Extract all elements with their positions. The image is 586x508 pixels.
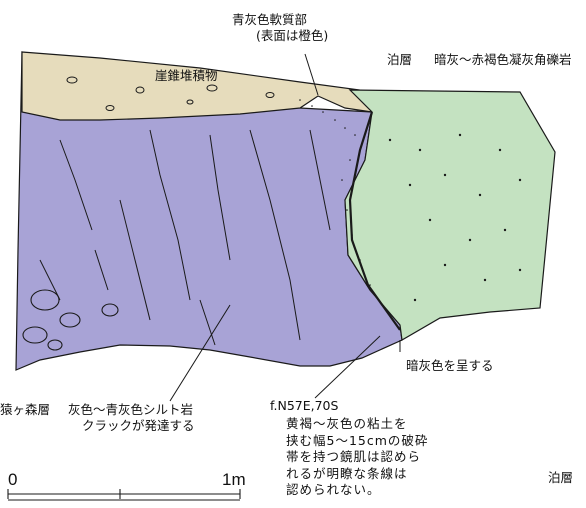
tomari-right-label: 泊層 — [548, 470, 574, 485]
saruga-mori-label: 猿ヶ森層 — [0, 402, 51, 417]
soft-zone-note: (表面は橙色) — [256, 28, 329, 43]
leader-lines — [169, 53, 401, 402]
soft-zone-label: 青灰色軟質部 — [232, 12, 308, 27]
scale-start-label: 0 — [8, 470, 18, 489]
tomari-formation — [344, 89, 556, 341]
talus-deposit — [21, 51, 374, 121]
tomari-rock-label: 暗灰～赤褐色凝灰角礫岩 — [434, 52, 572, 67]
fault-label: f.N57E,70S — [270, 398, 339, 413]
cracks-label: クラックが発達する — [82, 418, 195, 433]
tomari-label: 泊層 — [387, 52, 413, 67]
dark-gray-label: 暗灰色を呈する — [406, 358, 494, 373]
tomari-dots — [388, 133, 522, 302]
soft-zone-stipple — [299, 99, 371, 286]
siltstone-label: 灰色～青灰色シルト岩 — [68, 402, 194, 417]
scale-bar — [7, 489, 241, 501]
fault-note: 黄褐～灰色の粘土を 挟む幅5～15cmの破砕 帯を持つ鏡肌は認めら れるが明瞭な… — [286, 416, 429, 497]
scale-end-label: 1m — [222, 470, 246, 489]
cracks — [39, 129, 331, 346]
fault-line — [348, 111, 401, 331]
talus-pebbles — [66, 76, 275, 111]
rock-blocks — [22, 289, 119, 351]
talus-label: 崖錐堆積物 — [155, 68, 218, 83]
